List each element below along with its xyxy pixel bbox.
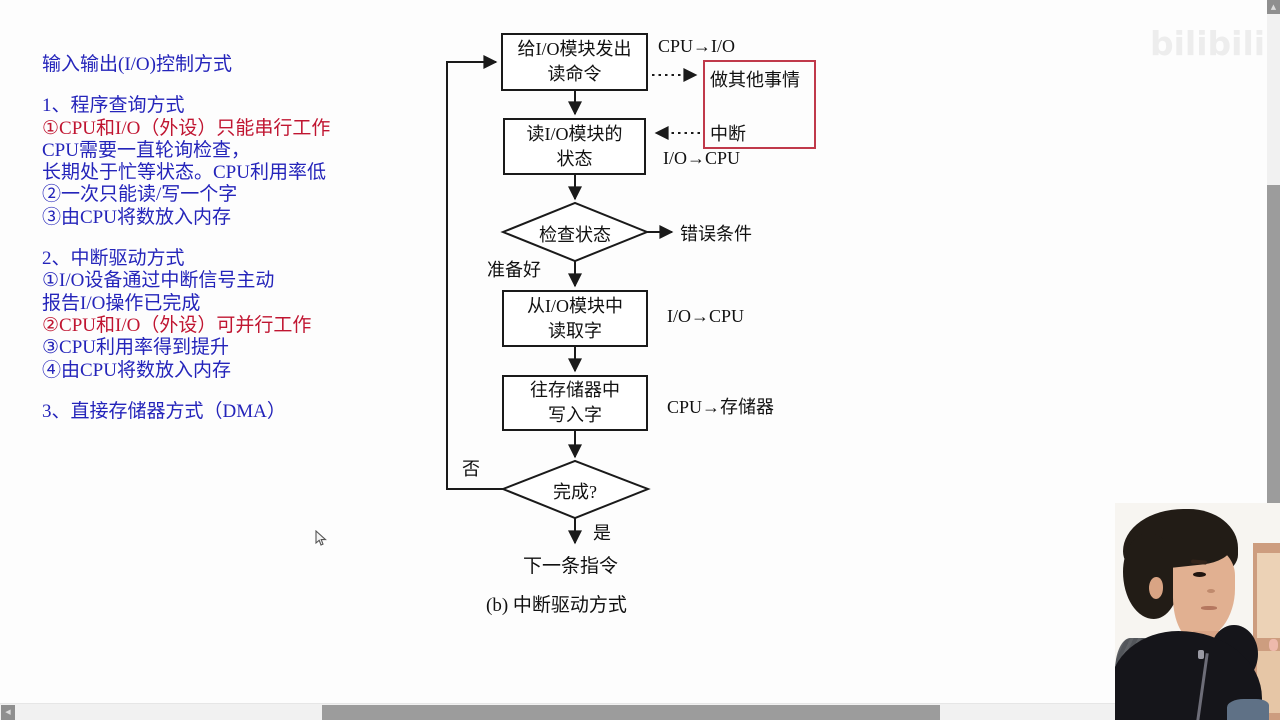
label-error-condition: 错误条件 <box>680 224 752 244</box>
diamond-label-check-status: 检查状态 <box>539 225 611 245</box>
diamond-label-done: 完成? <box>553 482 597 502</box>
note-line: CPU需要一直轮询检查， <box>42 139 250 161</box>
person-mouth <box>1201 606 1217 610</box>
label-do-other-things: 做其他事情 <box>710 70 800 90</box>
flow-box-read-word: 从I/O模块中 读取字 <box>502 290 648 347</box>
box-text-line: 读取字 <box>548 320 602 341</box>
bookshelf-panel <box>1257 553 1280 638</box>
note-line: ①I/O设备通过中断信号主动 <box>42 270 275 292</box>
lecture-notes: 输入输出(I/O)控制方式 1、程序查询方式 ①CPU和I/O（外设）只能串行工… <box>42 54 402 423</box>
notes-title: 输入输出(I/O)控制方式 <box>42 54 232 75</box>
note-line: ②CPU和I/O（外设）可并行工作 <box>42 314 312 336</box>
horizontal-scrollbar-thumb[interactable] <box>322 705 940 720</box>
figure-caption: (b) 中断驱动方式 <box>486 595 627 616</box>
label-yes: 是 <box>593 523 611 543</box>
label-cpu-to-io: CPU→I/O <box>658 36 736 56</box>
horizontal-scrollbar[interactable]: ◀ <box>0 703 1120 720</box>
person-eye <box>1193 572 1206 577</box>
note-line: ②一次只能读/写一个字 <box>42 184 238 206</box>
box-text-line: 读命令 <box>547 64 602 84</box>
bilibili-watermark: bilibili <box>1150 24 1266 63</box>
hoodie-zipper-pull <box>1198 650 1204 659</box>
vertical-scrollbar[interactable]: ▲ <box>1267 0 1280 503</box>
label-io-to-cpu-mid: I/O→CPU <box>667 306 745 326</box>
scroll-up-button[interactable]: ▲ <box>1267 0 1280 14</box>
label-ready: 准备好 <box>487 260 541 280</box>
label-next-instruction: 下一条指令 <box>523 556 619 577</box>
flow-box-issue-read-command: 给I/O模块发出 读命令 <box>501 33 648 91</box>
box-text-line: 从I/O模块中 <box>527 295 623 316</box>
note-line: 报告I/O操作已完成 <box>42 292 201 314</box>
note-line: 2、中断驱动方式 <box>42 248 185 270</box>
interrupt-highlight-box: 做其他事情 中断 <box>703 60 816 149</box>
notes-gap <box>42 76 402 95</box>
note-line: ③CPU利用率得到提升 <box>42 337 229 359</box>
bookshelf-panel <box>1257 651 1280 713</box>
label-cpu-to-memory: CPU→存储器 <box>667 397 775 417</box>
notes-gap <box>42 382 402 401</box>
note-line: ①CPU和I/O（外设）只能串行工作 <box>42 117 331 139</box>
box-text-line: 读I/O模块的 <box>526 123 623 144</box>
webcam-overlay <box>1115 503 1280 720</box>
box-text-line: 给I/O模块发出 <box>517 39 632 59</box>
scroll-up-icon: ▲ <box>1270 3 1277 11</box>
label-no: 否 <box>462 459 480 479</box>
label-io-to-cpu-top: I/O→CPU <box>663 148 741 168</box>
box-text-line: 往存储器中 <box>530 380 620 400</box>
scroll-left-button[interactable]: ◀ <box>1 705 15 720</box>
note-line: ③由CPU将数放入内存 <box>42 206 231 228</box>
box-text-line: 写入字 <box>548 405 602 425</box>
label-interrupt: 中断 <box>710 124 746 144</box>
note-line: 1、程序查询方式 <box>42 95 185 117</box>
notes-gap <box>42 229 402 248</box>
note-line: 3、直接存储器方式（DMA） <box>42 400 286 422</box>
shelf-item <box>1269 639 1278 651</box>
person-knee <box>1227 699 1269 720</box>
person-ear <box>1149 577 1163 599</box>
vertical-scrollbar-thumb[interactable] <box>1267 185 1280 503</box>
flow-box-read-status: 读I/O模块的 状态 <box>503 118 646 175</box>
mouse-cursor-icon <box>315 530 327 546</box>
scroll-left-icon: ◀ <box>5 708 11 716</box>
flow-box-write-memory: 往存储器中 写入字 <box>502 375 648 431</box>
note-line: 长期处于忙等状态。CPU利用率低 <box>42 162 326 184</box>
box-text-line: 状态 <box>556 148 593 169</box>
note-line: ④由CPU将数放入内存 <box>42 359 231 381</box>
person-nose <box>1207 589 1215 593</box>
